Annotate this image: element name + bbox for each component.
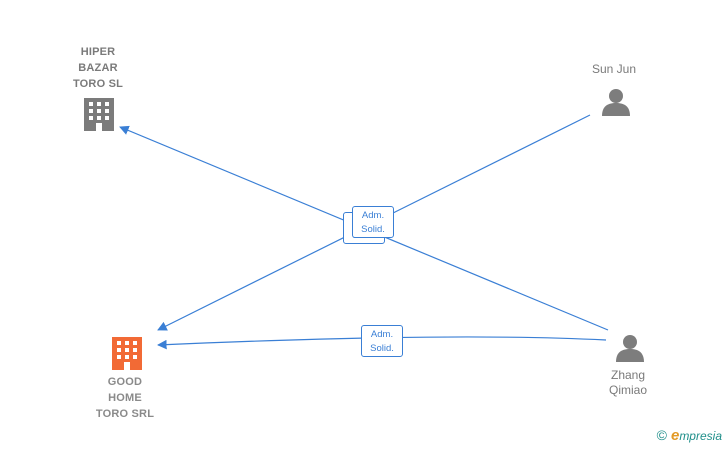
person-name-zhang-qimiao[interactable]: Zhang Qimiao (608, 368, 647, 397)
building-icon[interactable] (84, 98, 114, 131)
edge-label-line1: Adm. (361, 210, 385, 221)
person-icon[interactable] (616, 335, 644, 362)
brand-logo-text: mpresia (679, 428, 722, 443)
company-name-hiper-bazar[interactable]: HIPER BAZAR TORO SL (72, 46, 124, 90)
edge-label-role: Adm. Solid. (352, 206, 394, 238)
edge-label-line2: Solid. (361, 224, 385, 235)
building-icon[interactable] (112, 337, 142, 370)
brand-watermark: © empresia (657, 426, 722, 444)
person-icon[interactable] (602, 89, 630, 116)
copyright-symbol: © (656, 427, 667, 443)
brand-logo: empresia (671, 427, 722, 444)
edge-label-line2: Solid. (370, 343, 394, 354)
edge-label-line1: Adm. (370, 329, 394, 340)
company-name-good-home[interactable]: GOOD HOME TORO SRL (95, 376, 155, 420)
brand-logo-e: e (670, 426, 680, 444)
edge-label-role: Adm. Solid. (361, 325, 403, 357)
edge-zhang-qimiao-to-good-home (157, 336, 607, 350)
person-name-sun-jun[interactable]: Sun Jun (591, 62, 637, 76)
